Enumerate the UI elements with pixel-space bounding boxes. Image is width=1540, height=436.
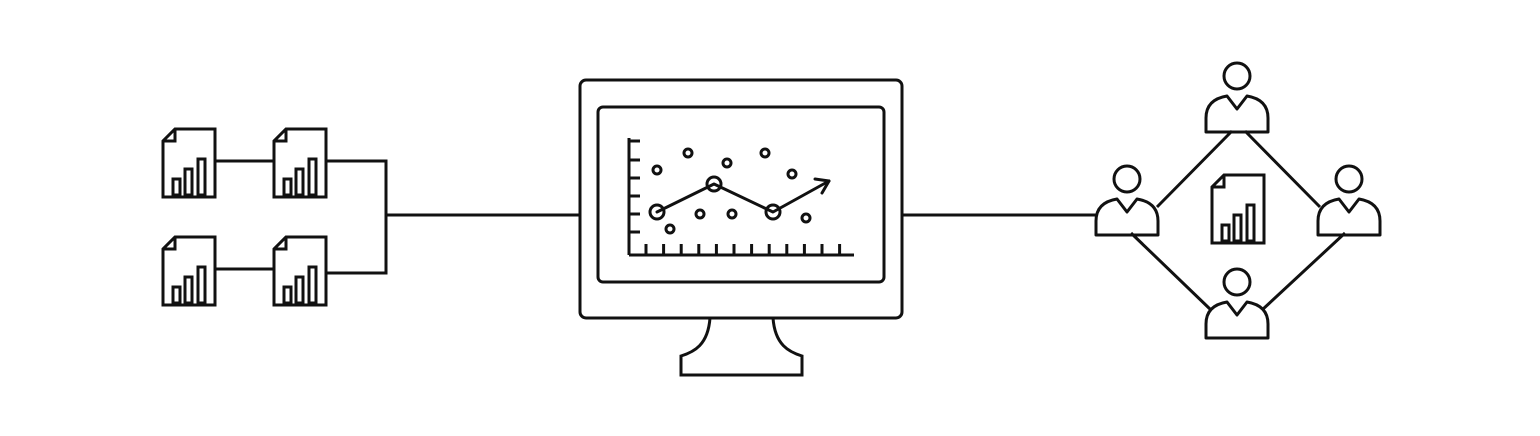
scatter-point xyxy=(786,168,798,180)
scatter-point xyxy=(694,208,706,220)
user-person-icon xyxy=(1204,267,1270,340)
chart-y-ticks xyxy=(629,139,640,234)
report-document-icon xyxy=(1210,173,1266,245)
scatter-point xyxy=(759,147,771,159)
computer-monitor-icon xyxy=(578,78,904,377)
network-link xyxy=(1243,129,1322,209)
report-document-icon xyxy=(272,127,328,199)
trend-line xyxy=(655,179,831,214)
report-document-icon xyxy=(161,235,217,307)
team-network-group xyxy=(1094,61,1382,340)
merge-bracket xyxy=(327,159,388,275)
scatter-points xyxy=(651,147,812,235)
report-document-icon xyxy=(272,235,328,307)
monitor-frame xyxy=(578,78,904,320)
monitor-screen xyxy=(596,105,886,284)
scatter-point xyxy=(651,164,663,176)
source-reports-group xyxy=(161,127,580,307)
network-link xyxy=(1155,129,1234,209)
trend-marker xyxy=(648,203,666,221)
trend-arrow-head xyxy=(813,177,831,195)
network-link xyxy=(1260,231,1347,312)
screen-chart xyxy=(627,138,854,257)
report-document-icon xyxy=(161,127,217,199)
scatter-point xyxy=(726,208,738,220)
network-link xyxy=(1129,231,1213,312)
trend-marker xyxy=(764,203,782,221)
scatter-point xyxy=(664,223,676,235)
user-person-icon xyxy=(1204,61,1270,134)
monitor-stand xyxy=(679,317,804,377)
trend-markers xyxy=(648,175,782,221)
scatter-point xyxy=(721,157,733,169)
chart-x-ticks xyxy=(644,244,842,255)
scatter-point xyxy=(682,147,694,159)
user-person-icon xyxy=(1316,164,1382,237)
trend-marker xyxy=(705,175,723,193)
scatter-point xyxy=(800,212,812,224)
user-person-icon xyxy=(1094,164,1160,237)
